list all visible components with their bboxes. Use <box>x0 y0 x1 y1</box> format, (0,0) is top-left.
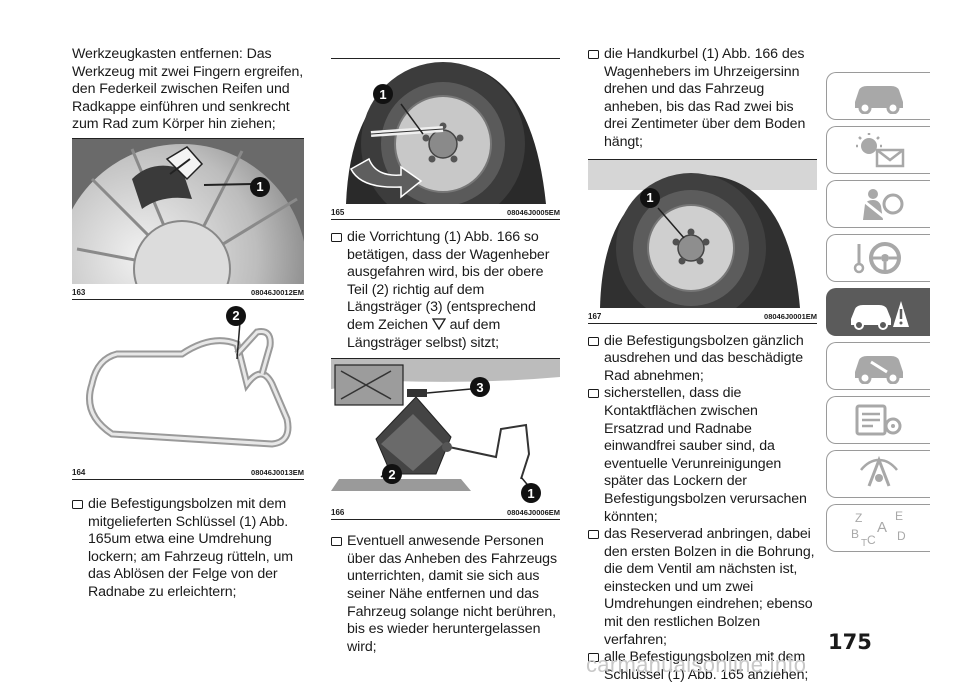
tab-index[interactable]: Z E A B C T D <box>826 504 930 552</box>
bullet-box-icon <box>72 499 83 509</box>
bullet-box-icon <box>331 233 342 242</box>
bullet-box-icon <box>588 653 599 663</box>
callout-1: 1 <box>521 483 541 504</box>
page-number: 175 <box>828 630 872 654</box>
steering-wheel-key-icon <box>853 242 901 274</box>
figure-code: 08046J0012EM <box>251 287 304 297</box>
bullet-loosen-bolts: die Befestigungsbolzen mit dem mitgelief… <box>72 496 304 602</box>
index-letter: D <box>897 529 906 543</box>
chapter-tabs: Z E A B C T D <box>826 72 930 558</box>
callout-1: 1 <box>640 187 660 208</box>
callout-3: 3 <box>470 377 490 398</box>
index-letter: E <box>895 509 903 523</box>
figure-code: 08046J0013EM <box>251 467 304 477</box>
callout-1: 1 <box>250 176 270 197</box>
bullet-box-icon <box>588 336 599 346</box>
figure-code: 08046J0005EM <box>507 208 560 217</box>
figure-number: 166 <box>331 508 345 518</box>
hubcap-illustration <box>72 138 304 284</box>
bullet-box-icon <box>331 537 342 547</box>
intro-paragraph: Werkzeugkasten entfernen: Das Werkzeug m… <box>72 46 304 133</box>
figure-number: 164 <box>72 467 86 477</box>
index-letter: C <box>867 533 876 547</box>
bullet-box-icon <box>588 50 599 59</box>
bullet-box-icon <box>588 530 599 540</box>
figure-number: 165 <box>331 208 345 217</box>
tab-warning-lights[interactable] <box>826 126 930 174</box>
bullet-clean-surfaces: sicherstellen, dass die Kontaktflächen z… <box>588 385 817 526</box>
figure-code: 08046J0001EM <box>764 311 817 321</box>
figure-163-caption: 163 08046J0012EM <box>72 284 304 300</box>
car-icon <box>854 86 903 114</box>
figure-167-caption: 167 08046J0001EM <box>588 308 817 324</box>
emergency-icon <box>850 301 909 330</box>
callout-2: 2 <box>226 305 246 326</box>
figure-165-caption: 165 08046J0005EM <box>331 204 560 220</box>
bullet-operate-jack: die Vorrichtung (1) Abb. 166 so betätige… <box>331 229 560 352</box>
figure-code: 08046J0006EM <box>507 508 560 518</box>
bullet-tighten-bolts: alle Befestigungsbolzen mit dem Schlüsse… <box>588 649 817 683</box>
index-letter: B <box>851 527 859 541</box>
watermark: carmanualsonline.info <box>586 652 807 677</box>
column-right: die Handkurbel (1) Abb. 166 des Wagenheb… <box>588 40 817 683</box>
tab-technical-data[interactable] <box>826 396 930 444</box>
tab-car[interactable] <box>826 72 930 120</box>
jack-illustration <box>331 359 560 505</box>
tab-maintenance[interactable] <box>826 342 930 390</box>
warning-lights-icon <box>855 133 904 168</box>
wheel-hub-illustration <box>588 159 817 308</box>
bullet-remove-wheel: die Befestigungsbolzen gänzlich ausdrehe… <box>588 333 817 386</box>
index-letter: A <box>877 519 887 536</box>
index-letter: T <box>861 538 867 548</box>
index-icon: Z E A B C T D <box>851 509 906 548</box>
figure-166: 3 2 1 166 08046J0006EM <box>331 358 560 521</box>
bullet-fit-spare: das Reserverad anbringen, dabei den erst… <box>588 526 817 649</box>
technical-data-icon <box>855 404 901 436</box>
tab-emergency[interactable] <box>826 288 930 336</box>
figure-166-caption: 166 08046J0006EM <box>331 504 560 521</box>
figure-167: 1 167 08046J0001EM <box>588 158 817 324</box>
column-left: Werkzeugkasten entfernen: Das Werkzeug m… <box>72 40 304 602</box>
wire-tool-illustration <box>86 323 292 448</box>
tab-safety[interactable] <box>826 180 930 228</box>
figure-number: 163 <box>72 287 86 297</box>
bullet-warn-persons: Eventuell anwesende Personen über das An… <box>331 533 560 656</box>
maintenance-car-icon <box>854 356 903 384</box>
figure-number: 167 <box>588 311 602 321</box>
figure-163: 1 163 08046J0012EM <box>72 137 304 300</box>
bullet-box-icon <box>588 389 599 399</box>
figure-164-caption: 164 08046J0013EM <box>72 464 304 480</box>
column-middle: 1 165 08046J0005EM die Vorrichtung (1) A… <box>331 40 560 656</box>
index-letter: Z <box>855 511 862 525</box>
bullet-turn-crank: die Handkurbel (1) Abb. 166 des Wagenheb… <box>588 46 817 152</box>
callout-1: 1 <box>373 84 393 104</box>
tab-starting-driving[interactable] <box>826 234 930 282</box>
wheel-wrench-illustration <box>331 59 560 204</box>
triangle-mark-icon <box>431 318 446 331</box>
figure-165: 1 165 08046J0005EM <box>331 58 560 220</box>
callout-2: 2 <box>382 464 402 485</box>
figure-164: 2 164 08046J0013EM <box>72 305 304 480</box>
multimedia-icon <box>859 456 898 487</box>
safety-airbag-icon <box>862 189 903 220</box>
tab-multimedia[interactable] <box>826 450 930 498</box>
